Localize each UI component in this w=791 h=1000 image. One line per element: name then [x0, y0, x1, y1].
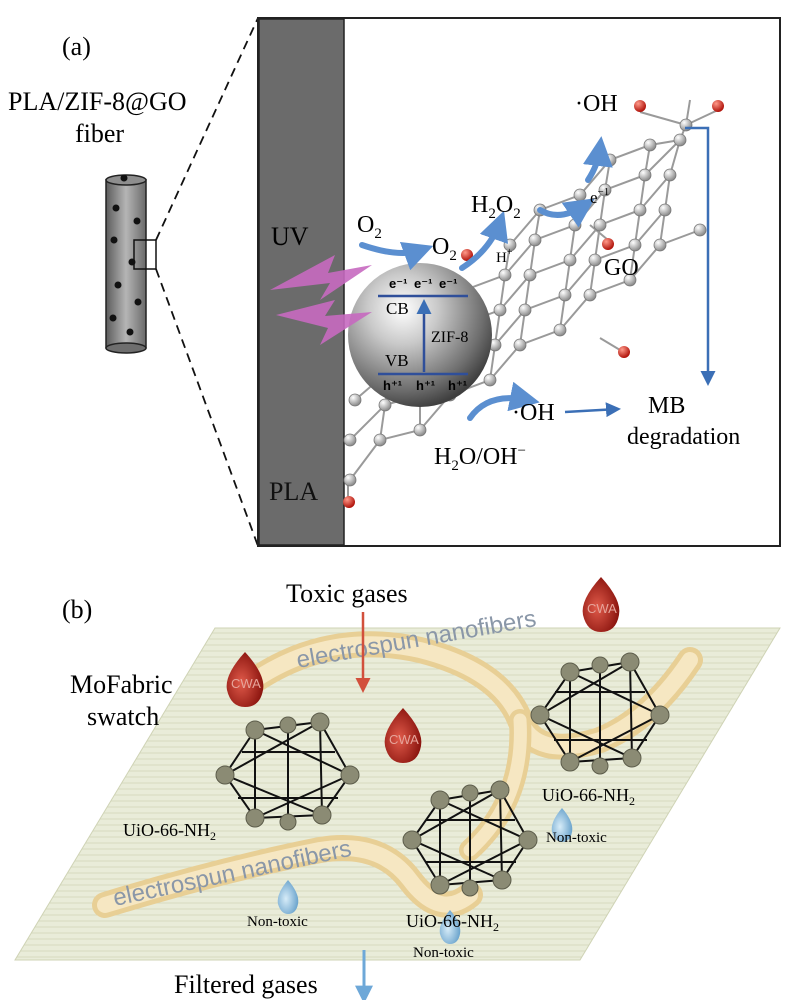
electron-top-label: e−1 [590, 186, 609, 207]
non-toxic-label-center: Non-toxic [413, 945, 474, 961]
panel-b: (b) electrospun nanofibers electrospun n… [14, 577, 781, 1000]
panel-a-label: (a) [62, 32, 91, 61]
svg-text:CWA: CWA [587, 601, 617, 616]
uio-label-center: UiO-66-NH2 [406, 911, 499, 934]
uio-label-right: UiO-66-NH2 [542, 785, 635, 808]
hole-1: h⁺¹ [383, 378, 402, 393]
oh-top-label: ·OH [575, 91, 618, 117]
fiber-label: PLA/ZIF-8@GO [8, 87, 187, 116]
electron-2: e⁻¹ [414, 276, 432, 291]
zoom-line-bottom [155, 268, 259, 547]
oh-bottom-label: ·OH [512, 400, 555, 426]
fiber-label-2: fiber [75, 119, 124, 148]
degradation-label: degradation [627, 424, 740, 450]
reaction-arrows [359, 136, 613, 421]
electron-1: e⁻¹ [389, 276, 407, 291]
toxic-gases-label: Toxic gases [286, 579, 408, 608]
mb-label: MB [648, 393, 685, 419]
cb-label: CB [386, 299, 409, 318]
fiber-cylinder [105, 174, 157, 354]
non-toxic-label-left: Non-toxic [247, 914, 308, 930]
uio-cluster-right [530, 652, 670, 775]
filtered-gases-label: Filtered gases [174, 970, 318, 999]
pla-label: PLA [269, 477, 318, 506]
electron-3: e⁻¹ [439, 276, 457, 291]
non-toxic-drop-icon [439, 910, 461, 944]
uio-label-left: UiO-66-NH2 [123, 820, 216, 843]
h2o2-label: H2O2 [471, 192, 521, 222]
svg-text:CWA: CWA [231, 676, 261, 691]
uio-cluster-left [215, 712, 360, 831]
mofabric-label: MoFabric [70, 670, 173, 699]
zif8-particle [348, 263, 492, 407]
panel-a: (a) PLA/ZIF-8@GO fiber [8, 17, 781, 547]
oxygen-atoms [343, 100, 724, 508]
nanofiber-bands [92, 631, 703, 918]
h2o-oh-label: H2O/OH− [434, 443, 526, 474]
hole-3: h⁺¹ [448, 378, 467, 393]
uv-label: UV [271, 222, 309, 251]
go-label: GO [604, 255, 639, 281]
o2-label-mid: O2 [432, 234, 457, 264]
mb-arrow [564, 402, 621, 418]
oh-to-mb-arrow [685, 126, 716, 386]
non-toxic-drop-icon [551, 808, 573, 842]
hole-2: h⁺¹ [416, 378, 435, 393]
zoom-line-top [155, 17, 259, 241]
svg-text:CWA: CWA [389, 732, 419, 747]
cwa-drop-icon: CWA [384, 708, 422, 763]
uv-lightning-icon [270, 255, 372, 345]
uio-cluster-center [402, 780, 538, 897]
o2-label-left: O2 [357, 212, 382, 242]
vb-label: VB [385, 351, 409, 370]
zoom-box [133, 239, 157, 270]
cwa-drop-icon: CWA [226, 652, 264, 707]
non-toxic-drop-icon [277, 880, 299, 914]
non-toxic-label-right: Non-toxic [546, 830, 607, 846]
h-plus-label: H+ [496, 247, 513, 266]
panel-b-label: (b) [62, 595, 92, 624]
cwa-drop-icon: CWA [582, 577, 620, 632]
swatch-label: swatch [87, 702, 159, 731]
zif8-label: ZIF-8 [431, 329, 468, 346]
